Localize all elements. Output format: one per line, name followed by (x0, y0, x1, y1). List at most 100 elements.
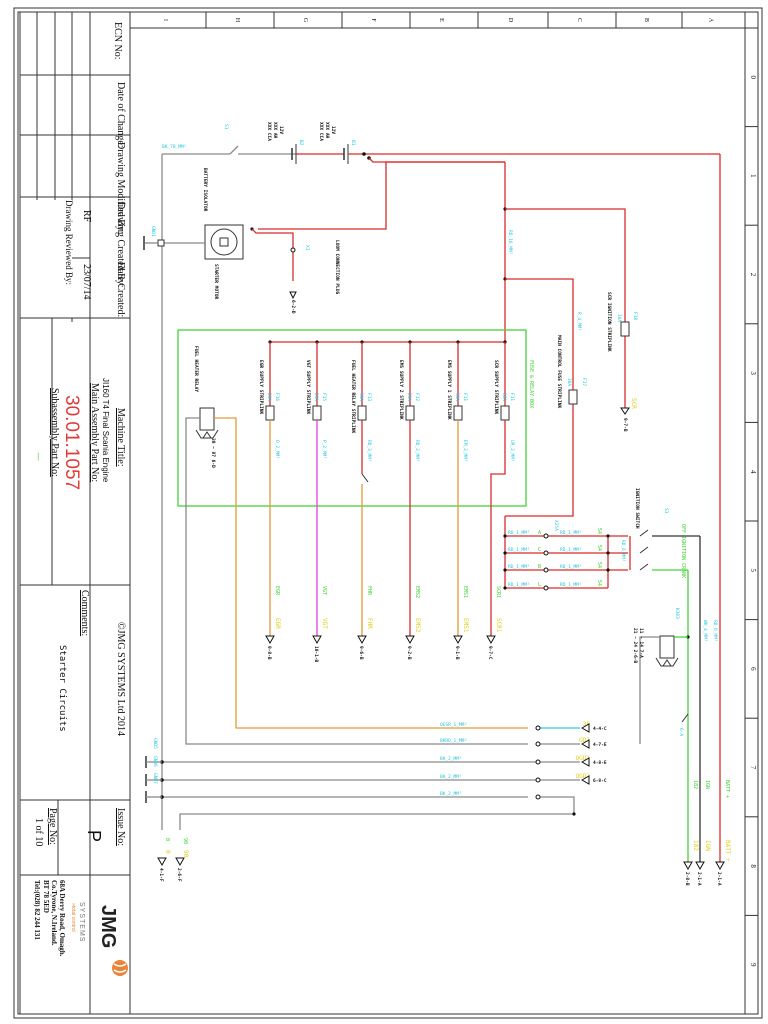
battery-2-spec-3: XXX CCA (266, 122, 272, 141)
battery-1-spec-3: XXX CCA (318, 122, 324, 141)
bottom-wire-label: BK_2_MM² (440, 791, 462, 797)
x25a-wire-label-in: RD_1_MM² (508, 582, 530, 588)
bottom-wire-label: OESR_1_MM² (440, 722, 467, 728)
address-line-3: BT 78 5ED (42, 880, 50, 913)
fuse-wire-label: RD_2_MM² (414, 440, 420, 462)
right-output-wire-label: IGN (704, 780, 710, 789)
bottom-output-label: OGD2 (576, 773, 591, 780)
fuse-f18-ref: F18 (632, 312, 638, 320)
off-sheet-arrow-icon (580, 757, 590, 767)
fuse-rating: 20A (266, 393, 272, 401)
x25a-out-label: 54 (596, 528, 602, 534)
scr-ref: 9-7-B (622, 418, 628, 432)
relay-k103-contact-1: 11 ~ 14 7-A (638, 628, 644, 658)
ruler-letter: G (302, 18, 308, 23)
x25a-out-label: 54 (596, 545, 602, 551)
connector-pin-icon (535, 777, 541, 783)
off-sheet-arrow-icon (312, 635, 322, 645)
ruler-number: 7 (749, 766, 757, 770)
bottom-output-ref: 6-8-C (593, 778, 607, 784)
right-output-ref: 2-1-A (716, 872, 722, 886)
fuse-out-label: EMS2 (414, 618, 421, 633)
ground-label-7: GND7 (152, 773, 158, 784)
fuse-name: SCR SUPPLY STRIPLINK (493, 360, 499, 414)
bottom-output-label: GD1 (579, 737, 590, 744)
fuse-icon (500, 405, 510, 421)
ruler-number: 9 (749, 963, 757, 967)
bottom-left-wire-label: 90 (182, 838, 188, 844)
main-assembly-label: Main Assembly Part No: (89, 383, 100, 482)
bottom-left-label: 90 (182, 850, 189, 858)
bottom-wire-label: BKRD_1_MM² (440, 738, 467, 744)
ignition-switch-name: IGNITION SWITCH (634, 488, 640, 529)
issue-label: Issue No: (115, 808, 126, 846)
fuse-f18-name: SCR IGNITION STRIPLINK (606, 292, 612, 352)
wire-label-bk70: BK_70_MM² (162, 144, 186, 150)
off-sheet-arrow-icon (486, 635, 496, 645)
ruler-number: 2 (749, 273, 757, 277)
fuse-icon (453, 405, 463, 421)
logo-text: JMG (97, 905, 119, 948)
wire-label-r4: R_4_MM² (576, 312, 582, 331)
bottom-left-output: 004-1-F (157, 838, 171, 882)
ignition-switch-ref: S3 (663, 508, 669, 514)
sheet-border (13, 7, 763, 1019)
fuse-wire-label: RD_3_MM² (366, 440, 372, 462)
bottom-left-wire-label: 0 (164, 838, 170, 841)
subassembly-value: — (33, 452, 43, 461)
copyright: ©JMG SYSTEMS Ltd 2014 (115, 622, 126, 736)
date-created-label: Date Created: (115, 262, 126, 317)
ruler-letter: I (162, 19, 168, 21)
fuse-box-label: FUSE & RELAY BOX (528, 360, 534, 408)
fuse-out-label: FHR (366, 618, 373, 629)
fuse-f18-rating: 10A (616, 314, 622, 322)
right-output-label: 182 (692, 840, 699, 851)
battery-1-spec-1: 12V (330, 126, 336, 134)
logo-swoosh-icon (112, 960, 128, 976)
x25a-pin-label: B (538, 564, 541, 570)
issue-value: P (84, 830, 104, 842)
subassembly-label: Subassembly Part No: (49, 388, 60, 477)
k103-ref-out: 6-A (678, 728, 684, 736)
battery-circuit: BK_70_MM² BATTERY ISOLATOR S1 B2 12V XXX… (143, 122, 721, 862)
battery-1-ref: B1 (350, 140, 356, 146)
x25a-pin-label: C (538, 547, 541, 553)
ecn-label: ECN No: (112, 22, 123, 60)
fuse-ref: F12 (414, 393, 420, 401)
loom-plug-icon (290, 247, 296, 253)
machine-title-value: JI160 T4 Final Scania Engine (101, 378, 110, 483)
relay-k1-contacts: 30 ~ 87 6-D (210, 438, 216, 468)
ruler-letter: E (438, 18, 444, 22)
fuse-rating: 20A (406, 393, 412, 401)
address-line-2: Co.Tyrone, N.Ireland. (50, 880, 58, 946)
bottom-output-row: BK_2_MM² (440, 791, 541, 800)
fuse-out-wire-label: EMS1 (462, 586, 468, 598)
fuse-f17-name: MAIN CONTROL FUSE STRIPLINK (556, 335, 562, 408)
fuse-ref: F11 (509, 393, 515, 401)
comments-label: Comments: (79, 590, 90, 636)
off-sheet-arrow-icon (175, 857, 185, 867)
x25a-wire-label-out: RD_1_MM² (560, 530, 582, 536)
fuse-icon (405, 405, 415, 421)
page-label: Page No: (47, 808, 58, 845)
fuse-ref-out: 9-1-B (454, 646, 460, 660)
company-logo: JMG SYSTEMS »total control (70, 902, 128, 976)
bottom-output-ref: 4-7-E (593, 742, 607, 748)
wire-label-rd6-right: RD_6_MM² (712, 620, 718, 642)
x25a-ref: X25A (553, 520, 559, 531)
address-line-1: 68A Derry Road, Omagh. (58, 880, 66, 957)
fuse-wire-label: EM_2_MM² (462, 440, 468, 462)
ignition-switch-desc: OFF IGNITION CRANK (680, 524, 686, 578)
connector-pin-icon (535, 741, 541, 747)
fuse-wire-label: O_2_MM² (274, 440, 280, 459)
ruler-number: 6 (749, 667, 757, 671)
right-output-wire-label: BATT + (724, 780, 730, 798)
